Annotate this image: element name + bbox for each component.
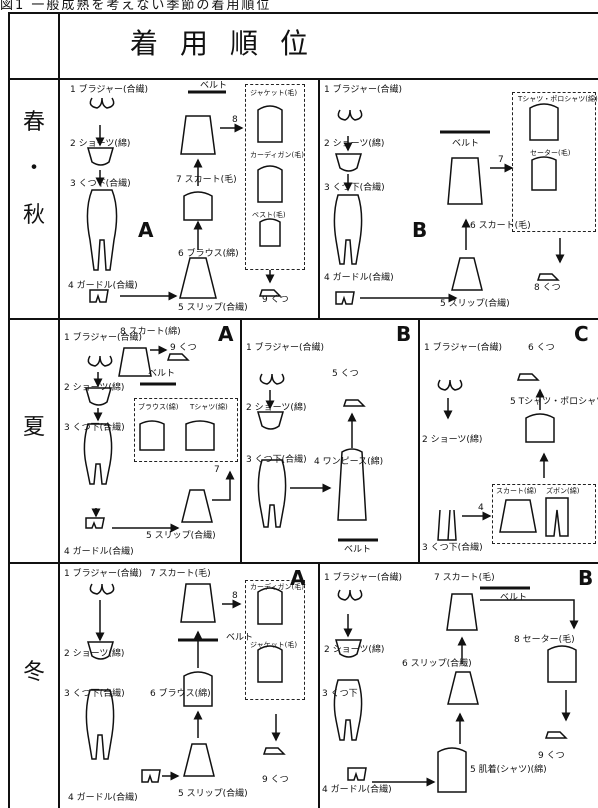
sa-b-choice-box — [512, 92, 596, 232]
item-label: 1 ブラジャー(合繊) — [70, 86, 148, 95]
item-label: 3 くつ下(合繊) — [70, 180, 131, 189]
item-label: 9 くつ — [538, 752, 565, 761]
item-label: 2 ショーツ(綿) — [324, 646, 384, 655]
item-label: 4 ガードル(合繊) — [64, 548, 134, 557]
belt-label: ベルト — [148, 370, 175, 379]
item-label: 2 ショーツ(綿) — [64, 650, 124, 659]
item-label: 6 くつ — [528, 344, 555, 353]
season-column-divider — [58, 12, 60, 808]
item-label: 5 Tシャツ・ポロシャツ(綿) — [510, 398, 598, 407]
item-label: 2 ショーツ(綿) — [324, 140, 384, 149]
row-divider-winter — [8, 562, 598, 564]
item-label: 1 ブラジャー(合繊) — [324, 574, 402, 583]
season-char: 秋 — [14, 203, 54, 229]
row-divider-summer — [8, 318, 598, 320]
sa-panel-divider — [318, 78, 320, 318]
item-label: 5 くつ — [332, 370, 359, 379]
belt-label: ベルト — [452, 140, 479, 149]
item-label: 2 ショーツ(綿) — [64, 384, 124, 393]
belt-label: ベルト — [226, 634, 253, 643]
item-label: 1 ブラジャー(合繊) — [324, 86, 402, 95]
item-label: 5 スリップ(合繊) — [178, 304, 248, 313]
su-panel-divider-2 — [418, 318, 420, 562]
panel-letter: B — [412, 218, 427, 242]
season-summer: 夏 — [14, 415, 54, 441]
boxed-label: ブラウス(綿) — [138, 404, 178, 411]
item-label: 3 くつ下 — [322, 690, 358, 699]
boxed-label: Tシャツ(綿) — [190, 404, 228, 411]
season-char: 春 — [14, 110, 54, 136]
item-label: 9 くつ — [262, 776, 289, 785]
item-label: 7 スカート(毛) — [150, 570, 211, 579]
item-label: 1 ブラジャー(合繊) — [246, 344, 324, 353]
boxed-label: Tシャツ・ポロシャツ(綿) — [518, 96, 598, 103]
item-label: 4 ワンピース(綿) — [314, 458, 383, 467]
season-char: ・ — [14, 156, 54, 182]
item-label: 6 ブラウス(綿) — [150, 690, 211, 699]
table-header: 着用順位 — [130, 22, 570, 62]
wi-a-choice-box — [245, 580, 305, 700]
item-label: 8 — [232, 116, 238, 125]
su-panel-divider-1 — [240, 318, 242, 562]
belt-label: ベルト — [500, 594, 527, 603]
panel-letter: A — [218, 322, 233, 346]
item-label: 8 くつ — [534, 284, 561, 293]
row-divider-header — [8, 78, 598, 80]
item-label: 4 ガードル(合繊) — [324, 274, 394, 283]
panel-letter: B — [396, 322, 411, 346]
item-label: 3 くつ下(合繊) — [324, 184, 385, 193]
figure-caption: 図1 一般成熟を考えない季節の着用順位 — [0, 0, 598, 10]
item-label: 6 ブラウス(綿) — [178, 250, 239, 259]
item-label: 6 スリップ(合繊) — [402, 660, 472, 669]
item-label: 7 — [214, 466, 220, 475]
item-label: 3 くつ下(合繊) — [64, 424, 125, 433]
boxed-label: ジャケット(毛) — [250, 642, 297, 649]
item-label: 5 スリップ(合繊) — [178, 790, 248, 799]
item-label: 8 スカート(綿) — [120, 328, 181, 337]
item-label: 4 — [478, 504, 484, 513]
item-label: 7 — [498, 156, 504, 165]
panel-letter: B — [578, 566, 593, 590]
boxed-label: ジャケット(毛) — [250, 90, 297, 97]
item-label: 5 スリップ(合繊) — [440, 300, 510, 309]
item-label: 3 くつ下(合繊) — [64, 690, 125, 699]
item-label: 4 ガードル(合繊) — [322, 786, 392, 795]
boxed-label: ベスト(毛) — [252, 212, 286, 219]
boxed-label: スカート(綿) — [496, 488, 536, 495]
item-label: 7 スカート(毛) — [434, 574, 495, 583]
panel-letter: A — [138, 218, 153, 242]
item-label: 1 ブラジャー(合繊) — [64, 570, 142, 579]
panel-letter: C — [574, 322, 589, 346]
item-label: 7 スカート(毛) — [176, 176, 237, 185]
item-label: 9 くつ — [262, 296, 289, 305]
item-label: 2 ショーツ(綿) — [246, 404, 306, 413]
boxed-label: セーター(毛) — [530, 150, 570, 157]
belt-label: ベルト — [344, 546, 371, 555]
boxed-label: カーディガン(毛) — [250, 584, 304, 591]
item-label: 1 ブラジャー(合繊) — [424, 344, 502, 353]
item-label: 2 ショーツ(綿) — [70, 140, 130, 149]
item-label: 5 肌着(シャツ)(綿) — [470, 766, 547, 775]
item-label: 8 セーター(毛) — [514, 636, 575, 645]
item-label: 4 ガードル(合繊) — [68, 282, 138, 291]
item-label: 3 くつ下(合繊) — [246, 456, 307, 465]
belt-label: ベルト — [200, 82, 227, 91]
season-winter: 冬 — [14, 660, 54, 686]
boxed-label: ズボン(綿) — [546, 488, 579, 495]
season-spring-autumn: 春 ・ 秋 — [14, 110, 54, 229]
item-label: 8 — [232, 592, 238, 601]
boxed-label: カーディガン(毛) — [250, 152, 304, 159]
wi-panel-divider — [318, 562, 320, 808]
item-label: 9 くつ — [170, 344, 197, 353]
item-label: 6 スカート(毛) — [470, 222, 531, 231]
sa-a-choice-box — [245, 84, 305, 270]
item-label: 5 スリップ(合繊) — [146, 532, 216, 541]
item-label: 2 ショーツ(綿) — [422, 436, 482, 445]
item-label: 4 ガードル(合繊) — [68, 794, 138, 803]
item-label: 3 くつ下(合繊) — [422, 544, 483, 553]
